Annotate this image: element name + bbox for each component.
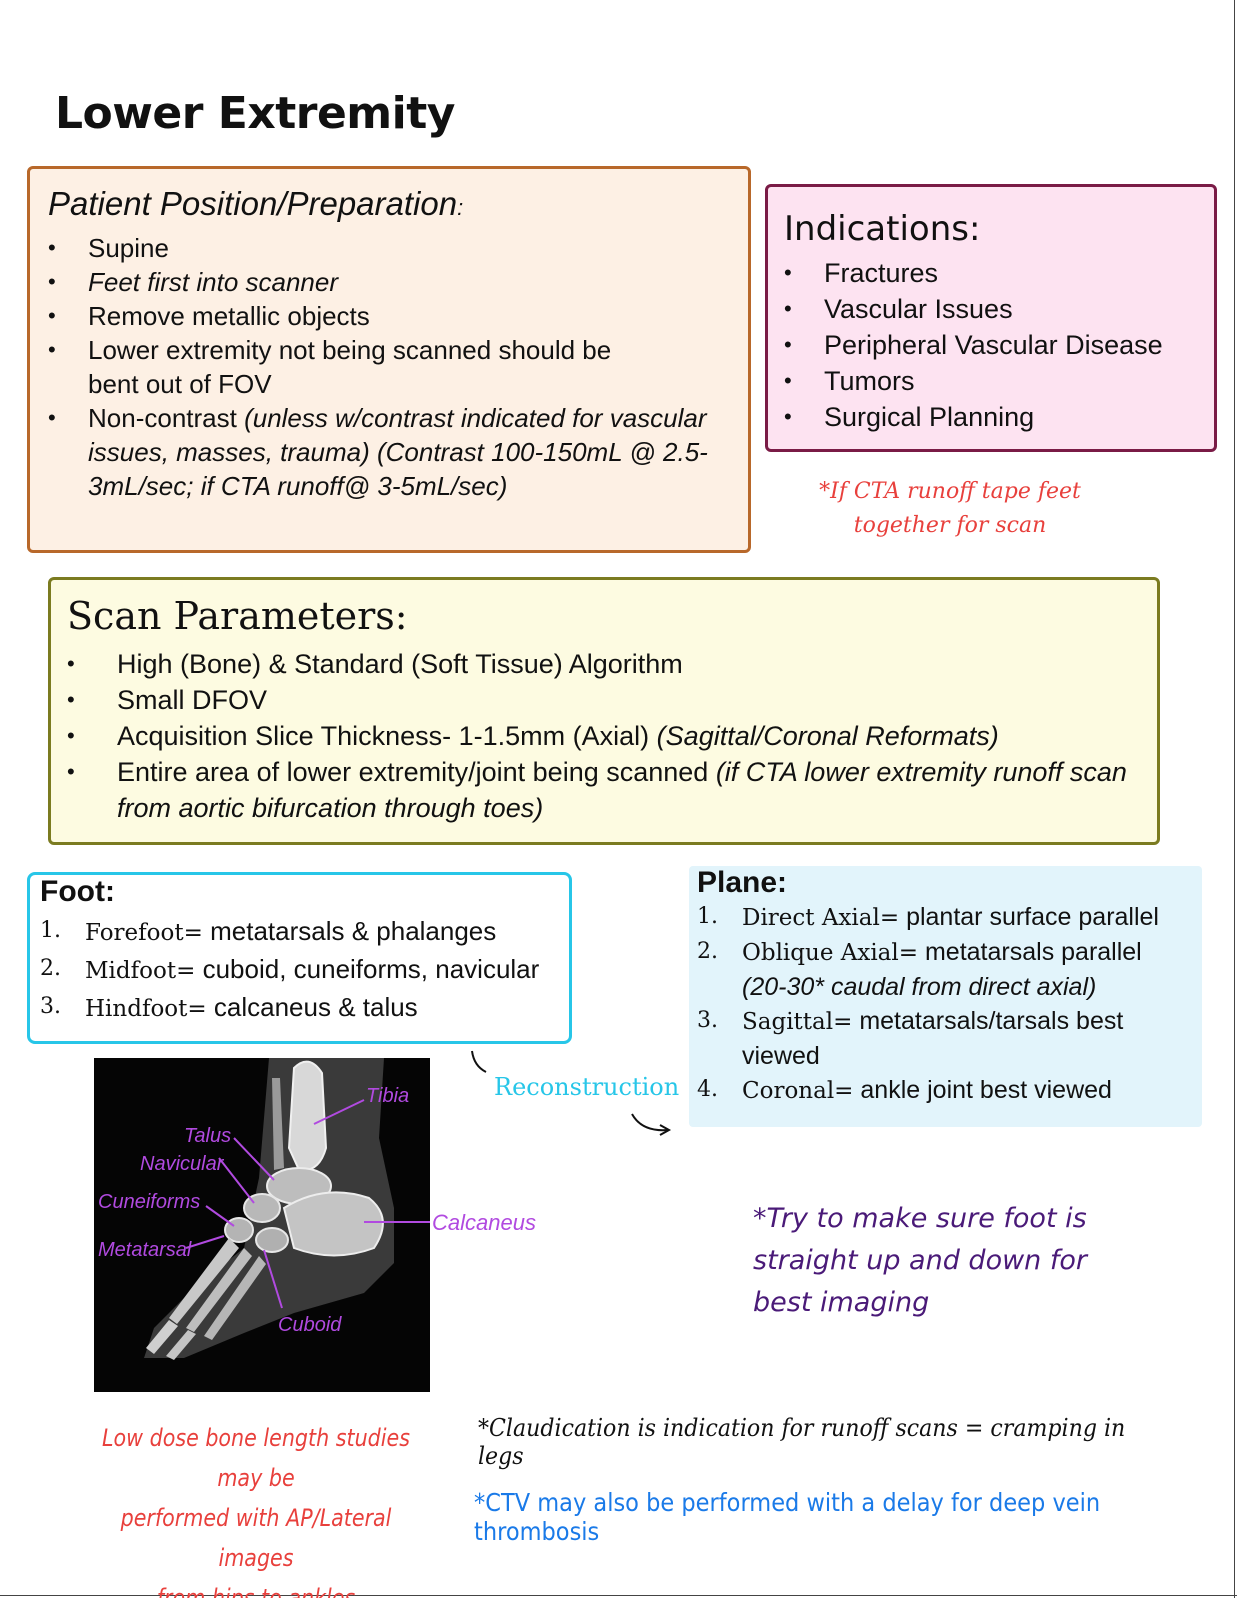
low-dose-note: Low dose bone length studies may be perf… — [84, 1418, 428, 1598]
note-line: performed with AP/Lateral images — [120, 1504, 392, 1572]
foot-heading: Foot: — [40, 875, 115, 908]
scan-parameters-box: Scan Parameters: High (Bone) & Standard … — [48, 577, 1160, 845]
list-item: 2.Oblique Axial= metatarsals parallel(20… — [697, 938, 1142, 1001]
list-item: Small DFOV — [67, 682, 1147, 718]
label-talus: Talus — [184, 1125, 231, 1147]
patient-preparation-box: Patient Position/Preparation: Supine Fee… — [27, 166, 751, 553]
note-line: *Try to make sure foot is — [753, 1203, 1087, 1234]
patient-preparation-list: Supine Feet first into scanner Remove me… — [48, 231, 728, 503]
foot-xray-illustration: Tibia Talus Navicular Cuneiforms Metatar… — [98, 1058, 430, 1360]
reconstruction-label: Reconstruction — [494, 1073, 680, 1101]
list-item: 3.Sagittal= metatarsals/tarsals best vie… — [697, 1007, 1124, 1070]
cta-runoff-note: *If CTA runoff tape feet together for sc… — [800, 475, 1100, 543]
list-item: Peripheral Vascular Disease — [784, 327, 1163, 363]
note-line: from hips to ankles — [156, 1584, 356, 1598]
list-item: 4.Coronal= ankle joint best viewed — [697, 1076, 1112, 1104]
list-item: Feet first into scanner — [48, 265, 728, 299]
page-title: Lower Extremity — [55, 88, 455, 139]
indications-list: Fractures Vascular Issues Peripheral Vas… — [784, 255, 1163, 435]
list-item: Lower extremity not being scanned should… — [48, 333, 728, 401]
list-item: 2.Midfoot= cuboid, cuneiforms, navicular — [40, 954, 540, 984]
plane-list: 1.Direct Axial= plantar surface parallel… — [697, 900, 1202, 1108]
label-cuboid: Cuboid — [278, 1314, 342, 1336]
label-cuneiforms: Cuneiforms — [98, 1191, 200, 1213]
reconstruction-arrow-icon — [471, 1050, 672, 1136]
list-item: Tumors — [784, 363, 1163, 399]
foot-box: Foot: 1.Forefoot= metatarsals & phalange… — [27, 872, 572, 1044]
list-item: High (Bone) & Standard (Soft Tissue) Alg… — [67, 646, 1147, 682]
foot-position-note: *Try to make sure foot is straight up an… — [753, 1198, 1153, 1324]
scan-parameters-heading: Scan Parameters: — [67, 594, 408, 638]
plane-box: Plane: 1.Direct Axial= plantar surface p… — [689, 866, 1202, 1127]
list-item: 3.Hindfoot= calcaneus & talus — [40, 992, 418, 1022]
foot-xray-image: Tibia Talus Navicular Cuneiforms Metatar… — [94, 1058, 430, 1392]
list-item: 1.Forefoot= metatarsals & phalanges — [40, 916, 497, 946]
ctv-note: *CTV may also be performed with a delay … — [474, 1488, 1101, 1546]
list-item: 1.Direct Axial= plantar surface parallel — [697, 903, 1159, 931]
label-calcaneus: Calcaneus — [432, 1210, 536, 1235]
list-item: Vascular Issues — [784, 291, 1163, 327]
patient-preparation-heading: Patient Position/Preparation: — [48, 185, 464, 222]
note-line: straight up and down for — [753, 1245, 1087, 1276]
page-bottom-border — [0, 1595, 1237, 1596]
list-item: Supine — [48, 231, 728, 265]
indications-heading: Indications: — [784, 209, 981, 249]
list-item: Non-contrast (unless w/contrast indicate… — [48, 401, 728, 503]
claudication-note: *Claudication is indication for runoff s… — [478, 1414, 1126, 1470]
list-item: Fractures — [784, 255, 1163, 291]
label-tibia: Tibia — [366, 1085, 409, 1107]
list-item: Remove metallic objects — [48, 299, 728, 333]
list-item: Surgical Planning — [784, 399, 1163, 435]
page-right-border — [1234, 0, 1235, 1598]
scan-parameters-list: High (Bone) & Standard (Soft Tissue) Alg… — [67, 646, 1147, 826]
list-item: Entire area of lower extremity/joint bei… — [67, 754, 1147, 826]
list-item: Acquisition Slice Thickness- 1-1.5mm (Ax… — [67, 718, 1147, 754]
note-line: together for scan — [853, 513, 1047, 538]
plane-heading: Plane: — [697, 866, 788, 899]
note-line: best imaging — [753, 1287, 930, 1318]
label-navicular: Navicular — [140, 1153, 225, 1175]
label-metatarsal: Metatarsal — [98, 1239, 192, 1261]
note-line: *If CTA runoff tape feet — [819, 479, 1081, 504]
foot-list: 1.Forefoot= metatarsals & phalanges 2.Mi… — [40, 913, 539, 1027]
indications-box: Indications: Fractures Vascular Issues P… — [765, 184, 1217, 452]
note-line: Low dose bone length studies may be — [102, 1424, 410, 1492]
